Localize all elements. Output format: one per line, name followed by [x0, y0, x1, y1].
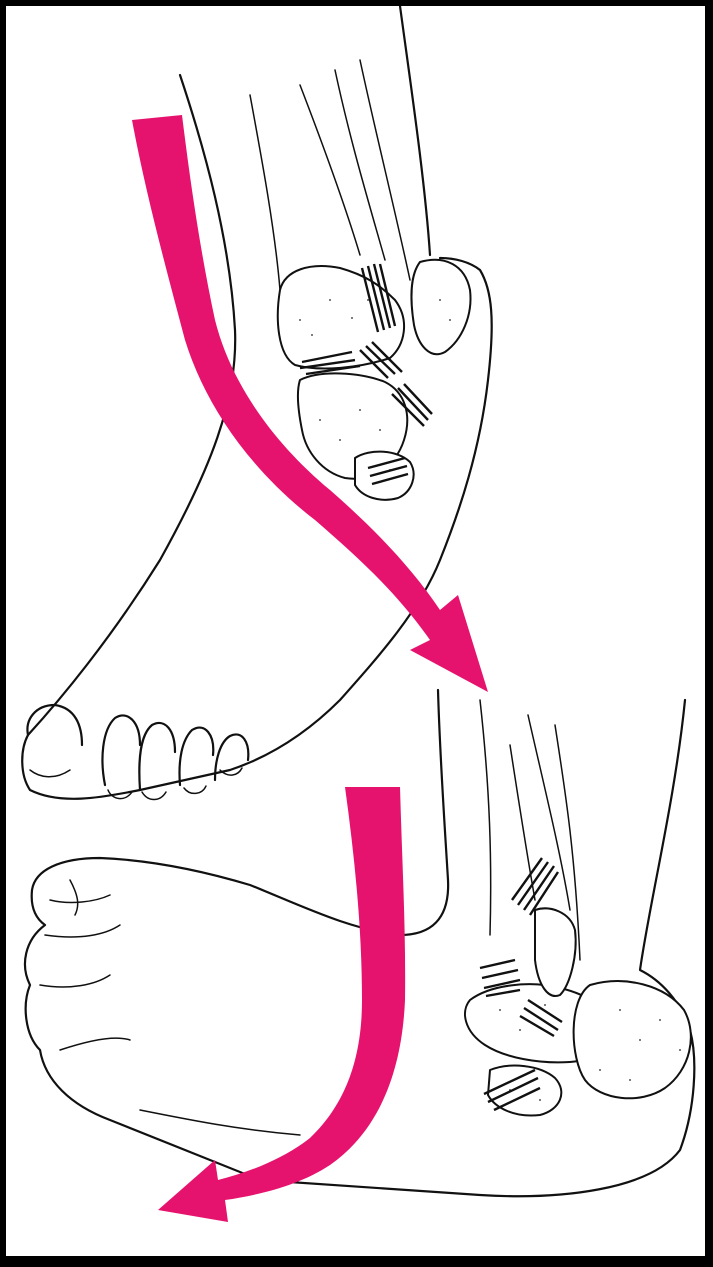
lower-foot-inner-line — [40, 895, 300, 1135]
upper-ankle-view — [22, 6, 491, 800]
upper-toes — [27, 705, 248, 800]
lower-leg-outline — [400, 690, 448, 935]
upper-leg-back-line — [400, 6, 430, 255]
arrow-down-curving-left — [158, 787, 405, 1222]
upper-fibula-line-2 — [335, 70, 385, 260]
lower-fibula-tip — [535, 908, 576, 996]
lower-fibula-line-1 — [510, 745, 535, 900]
lower-tibia-line — [480, 700, 491, 935]
lower-ankle-view — [25, 690, 694, 1222]
upper-lateral-malleolus — [412, 260, 471, 354]
lower-toe-crease — [70, 880, 78, 915]
ankle-illustration — [6, 6, 705, 1256]
upper-fibula-line-1 — [300, 85, 360, 255]
illustration-frame — [6, 6, 705, 1256]
upper-fibula-line-3 — [360, 60, 410, 280]
upper-tibia-line — [250, 95, 280, 290]
lower-calcaneus-bone — [574, 981, 691, 1098]
